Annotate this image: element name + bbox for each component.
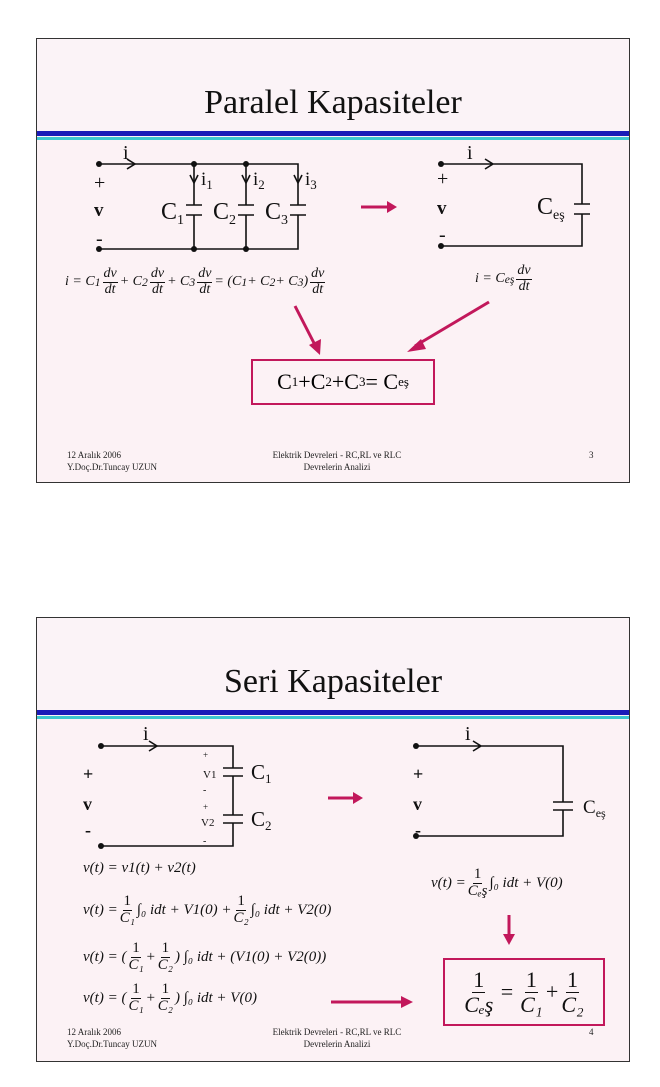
slide-title: Paralel Kapasiteler [204,84,462,121]
v2-plus: + [203,802,208,812]
slide-series-capacitors: Seri Kapasiteler i + v - + V1 - + V2 - C… [36,617,630,1062]
minus-label: - [96,228,103,250]
v1-minus: - [203,785,206,796]
plus-label: + [83,764,93,784]
series-voltage-sum: v(t) = v1(t) + v2(t) [83,860,196,876]
parallel-circuit-diagram: i + v - i1 i2 i3 C1 C2 C3 i + v - Ceş [94,142,590,355]
slide-title: Seri Kapasiteler [223,663,443,700]
down-arrow [503,934,515,945]
title-band [37,39,629,131]
i3-label: i3 [305,169,317,192]
voltage-label-eq: v [413,794,422,814]
i1-label: i1 [201,169,213,192]
v2-minus: - [203,836,206,847]
c2-label: C2 [213,199,236,228]
slide-parallel-capacitors: Paralel Kapasiteler i + v - i1 i2 i3 C1 … [36,38,630,483]
current-label-eq: i [467,142,473,164]
voltage-label: v [94,200,104,221]
ceq-label: Ceş [537,194,565,223]
page-number: 4 [589,1027,594,1037]
current-label: i [123,142,129,164]
series-circuit-diagram: i + v - + V1 - + V2 - C1 C2 i + v - Ceş [83,723,606,1008]
page-number: 3 [589,450,594,460]
i2-label: i2 [253,169,265,192]
v1-plus: + [203,750,208,760]
voltage-label: v [83,794,92,814]
cyan-rule [37,137,629,140]
v2-label: V2 [201,817,214,829]
c2-label: C2 [251,807,272,833]
blue-rule [37,710,629,715]
c1-label: C1 [251,760,272,786]
title-band [37,618,629,710]
current-label-eq: i [465,723,471,745]
result-arrow [401,996,413,1008]
ceq-label: Ceş [583,797,606,820]
cyan-rule [37,716,629,719]
voltage-label-eq: v [437,198,447,219]
minus-label-eq: - [415,820,421,840]
plus-label: + [94,172,105,194]
c3-label: C3 [265,199,288,228]
blue-rule [37,131,629,136]
c1-label: C1 [161,199,184,228]
plus-label-eq: + [413,764,423,784]
minus-label-eq: - [439,224,446,246]
minus-label: - [85,820,91,840]
v1-label: V1 [203,769,216,781]
current-label: i [143,723,149,745]
plus-label-eq: + [437,168,448,190]
